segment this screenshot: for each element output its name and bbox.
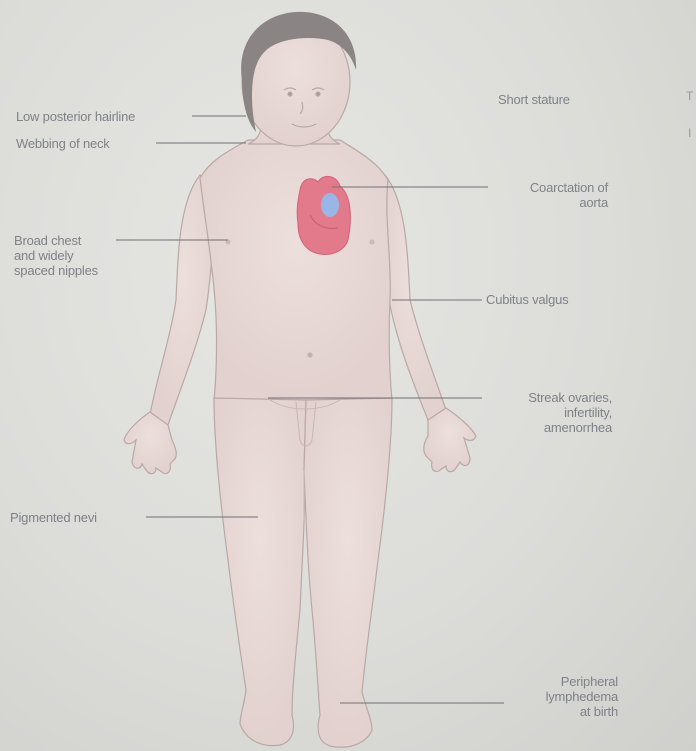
label-broad-chest: Broad chest and widely spaced nipples [14, 233, 98, 278]
edge-fragment-2: I [688, 126, 691, 141]
label-short-stature: Short stature [498, 92, 570, 107]
label-cubitus-valgus: Cubitus valgus [486, 292, 568, 307]
right-leg [304, 398, 392, 747]
body-outline [124, 18, 476, 747]
label-pigmented-nevi: Pigmented nevi [10, 510, 97, 525]
heart-illustration [297, 176, 350, 254]
edge-fragment-1: T [686, 89, 693, 104]
label-low-posterior-hairline: Low posterior hairline [16, 109, 135, 124]
label-webbing-of-neck: Webbing of neck [16, 136, 110, 151]
left-leg [214, 398, 306, 746]
label-coarctation-of-aorta: Coarctation of aorta [470, 180, 608, 210]
torso [200, 140, 392, 400]
label-peripheral-lymphedema: Peripheral lymphedema at birth [486, 674, 618, 719]
label-streak-ovaries: Streak ovaries, infertility, amenorrhea [466, 390, 612, 435]
